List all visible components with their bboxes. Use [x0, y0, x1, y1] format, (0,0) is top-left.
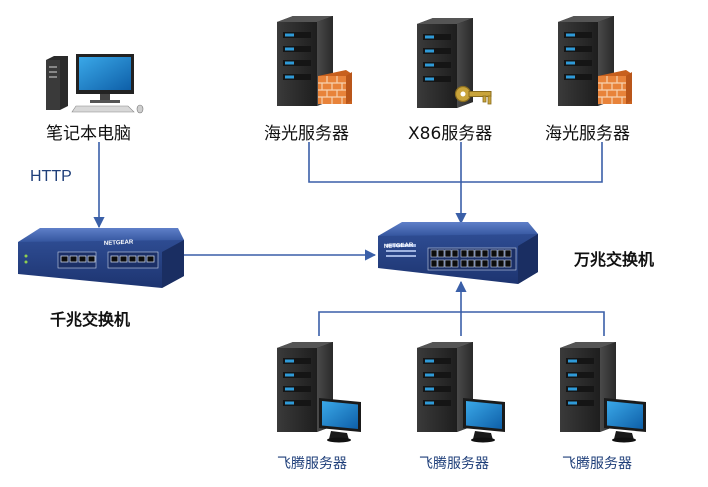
monitor-icon-ft-1 [319, 398, 361, 443]
gigabit-switch-brand: NETGEAR [104, 239, 134, 247]
label-x86-server: X86服务器 [408, 124, 493, 144]
monitor-icon-ft-3 [604, 398, 646, 443]
key-icon [454, 85, 492, 105]
label-hg-server-left: 海光服务器 [264, 124, 349, 144]
desktop-computer-icon [46, 54, 144, 114]
gigabit-switch-icon [18, 228, 184, 288]
label-ft-server-3: 飞腾服务器 [562, 456, 632, 472]
label-ft-server-2: 飞腾服务器 [419, 456, 489, 472]
tengig-switch-icon [378, 222, 538, 284]
firewall-icon-left [317, 69, 353, 105]
firewall-icon-right [597, 69, 633, 105]
tengig-switch-brand: NETGEAR [384, 242, 414, 250]
label-gigabit-switch: 千兆交换机 [50, 310, 131, 329]
monitor-icon-ft-2 [463, 398, 505, 443]
connection-lines [93, 142, 605, 336]
edge-top-servers-bus [308, 142, 603, 183]
label-tengig-switch: 万兆交换机 [574, 250, 655, 269]
label-hg-server-right: 海光服务器 [545, 124, 630, 144]
label-laptop: 笔记本电脑 [46, 124, 131, 144]
label-ft-server-1: 飞腾服务器 [277, 456, 347, 472]
label-http: HTTP [30, 168, 72, 185]
